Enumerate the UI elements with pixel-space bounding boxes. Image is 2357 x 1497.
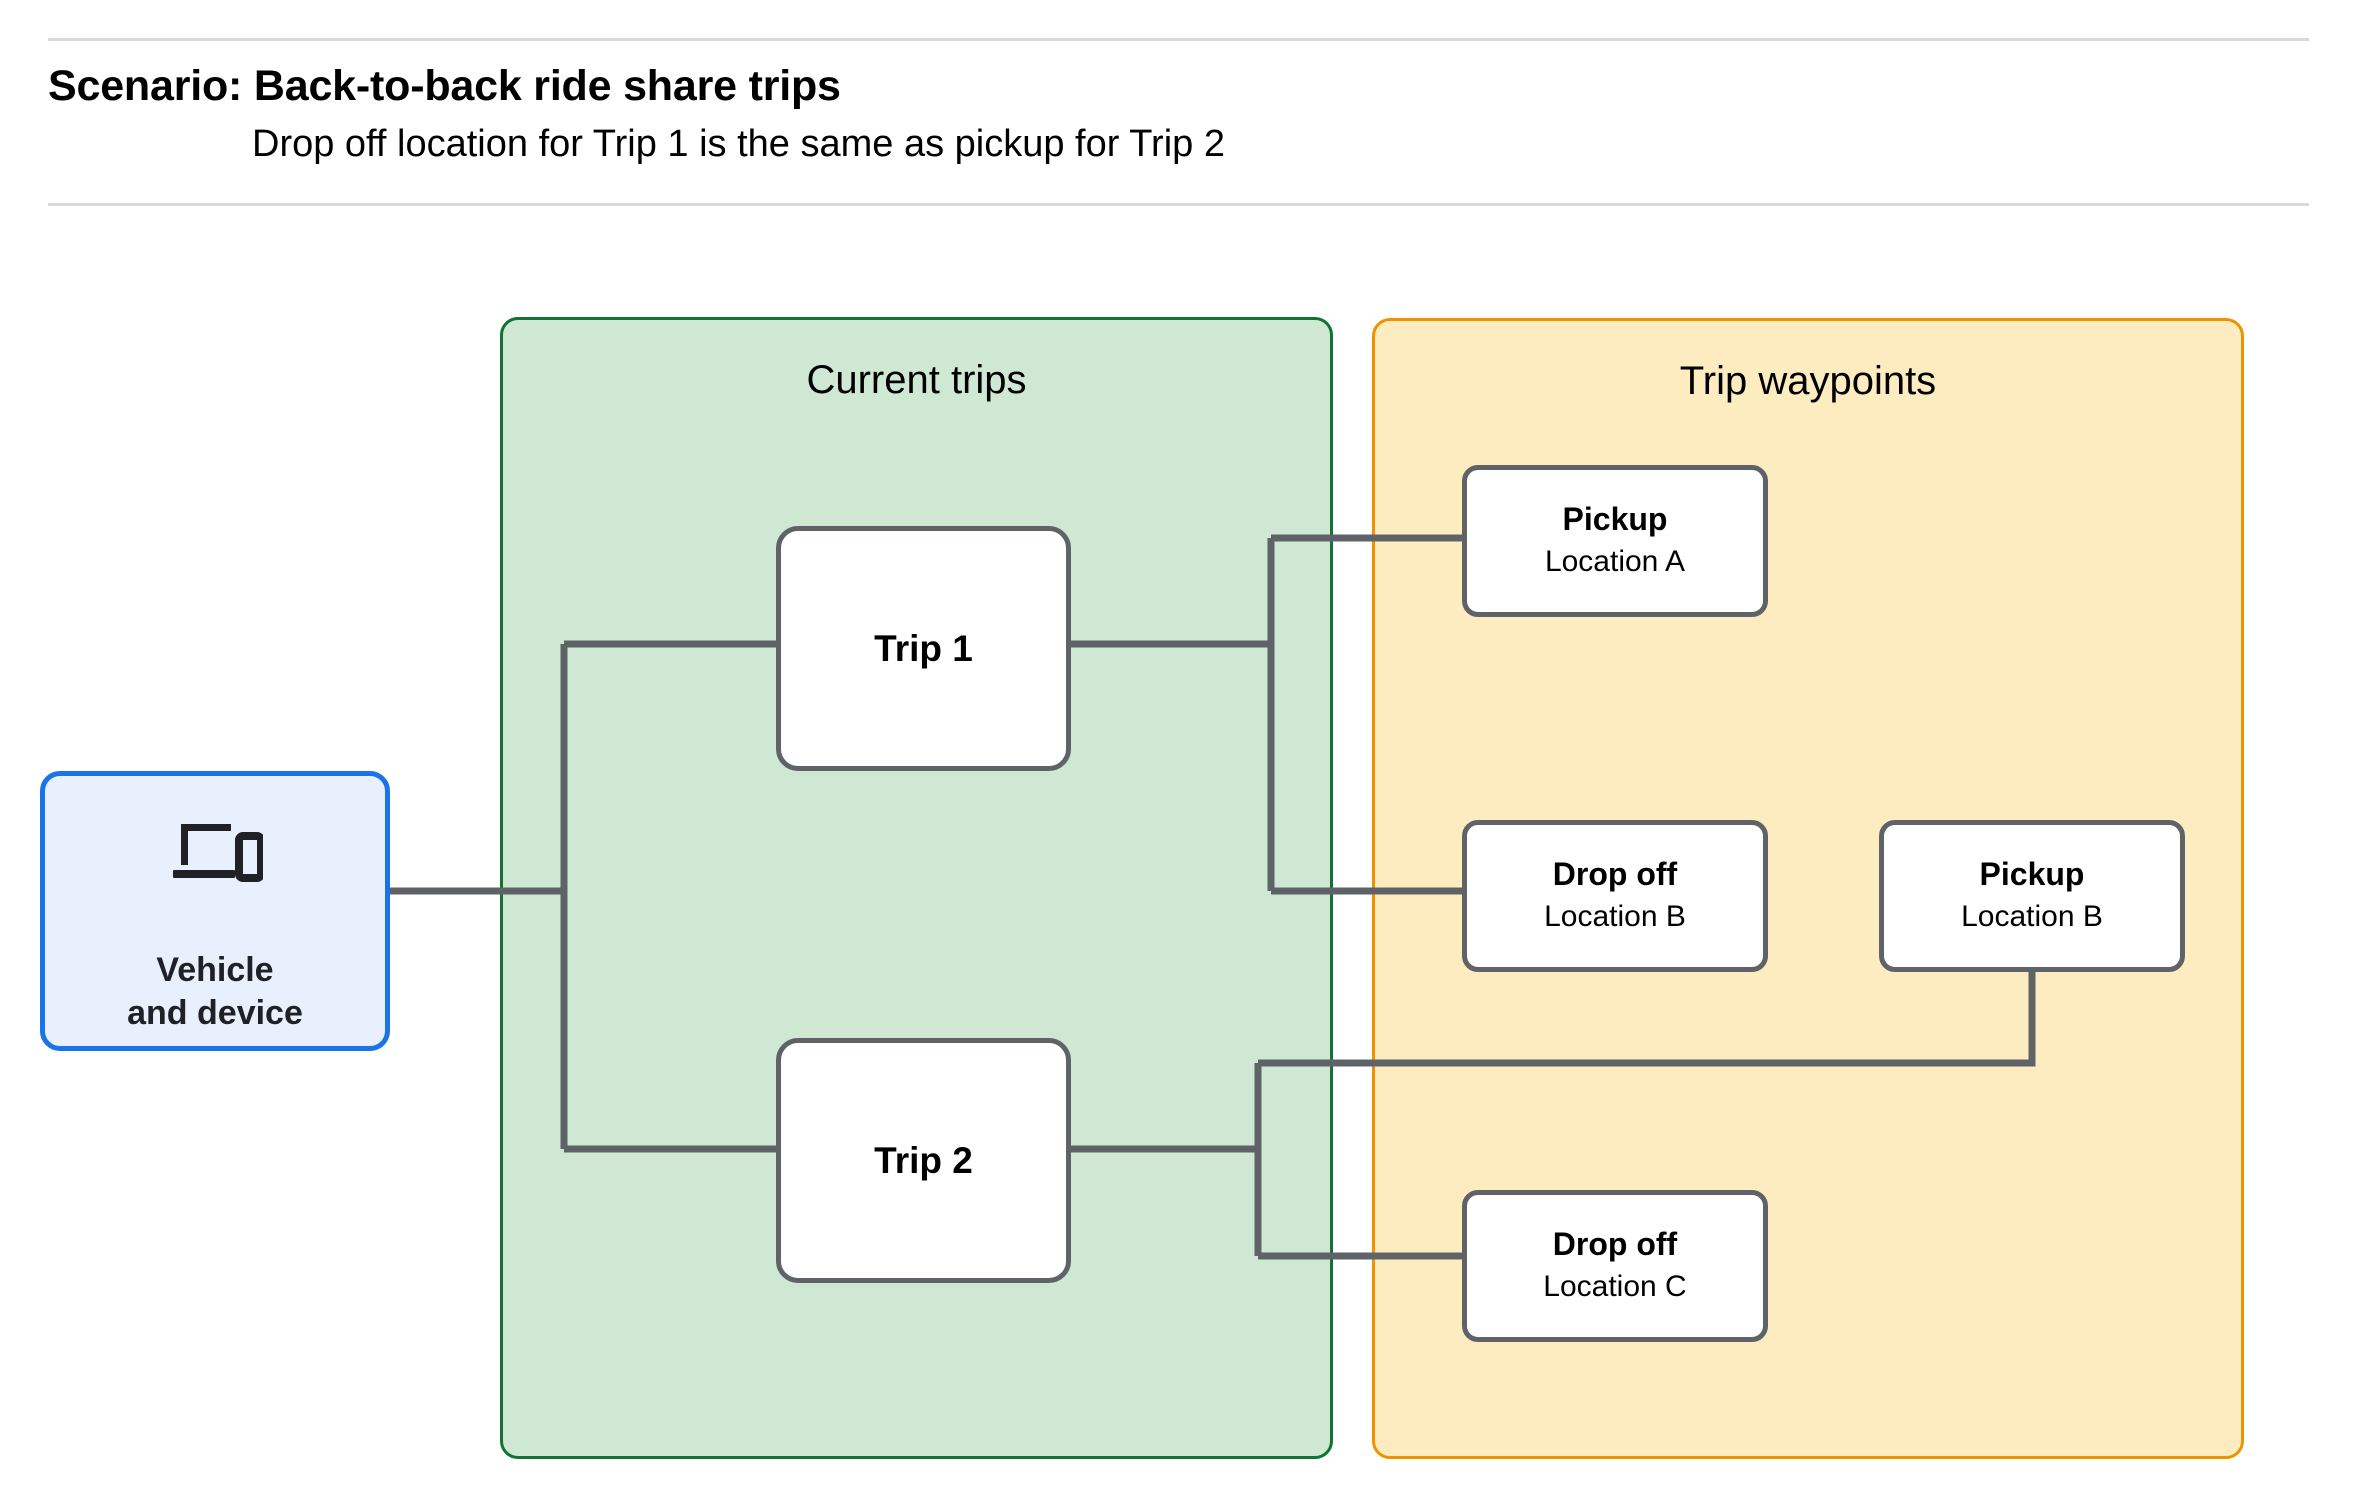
- node-pickup-b-location: Location B: [1961, 899, 2103, 933]
- node-vehicle-and-device[interactable]: Vehicle and device: [40, 771, 390, 1051]
- node-dropoff-c-location: Location C: [1543, 1269, 1687, 1303]
- group-trip-waypoints-title: Trip waypoints: [1679, 359, 1937, 403]
- node-pickup-location-a[interactable]: Pickup Location A: [1462, 465, 1768, 617]
- node-pickup-b-title: Pickup: [1979, 855, 2085, 892]
- devices-icon: [167, 818, 265, 893]
- node-dropoff-b-location: Location B: [1544, 899, 1686, 933]
- node-dropoff-location-b[interactable]: Drop off Location B: [1462, 820, 1768, 972]
- group-current-trips: Current trips: [500, 317, 1333, 1459]
- node-dropoff-location-c[interactable]: Drop off Location C: [1462, 1190, 1768, 1342]
- node-trip-2[interactable]: Trip 2: [776, 1038, 1071, 1283]
- group-current-trips-title: Current trips: [806, 358, 1027, 402]
- page-title: Scenario: Back-to-back ride share trips: [48, 62, 841, 110]
- node-pickup-a-location: Location A: [1544, 544, 1686, 578]
- node-trip-2-label: Trip 2: [874, 1139, 973, 1181]
- page-subtitle: Drop off location for Trip 1 is the same…: [252, 123, 1225, 165]
- node-dropoff-c-title: Drop off: [1552, 1225, 1678, 1262]
- node-trip-1[interactable]: Trip 1: [776, 526, 1071, 771]
- node-pickup-a-title: Pickup: [1562, 500, 1668, 537]
- node-dropoff-b-title: Drop off: [1552, 855, 1678, 892]
- header-divider-top: [48, 38, 2309, 41]
- header-divider-bottom: [48, 203, 2309, 206]
- node-trip-1-label: Trip 1: [874, 627, 973, 669]
- node-vehicle-label: Vehicle and device: [127, 951, 303, 1032]
- node-pickup-location-b[interactable]: Pickup Location B: [1879, 820, 2185, 972]
